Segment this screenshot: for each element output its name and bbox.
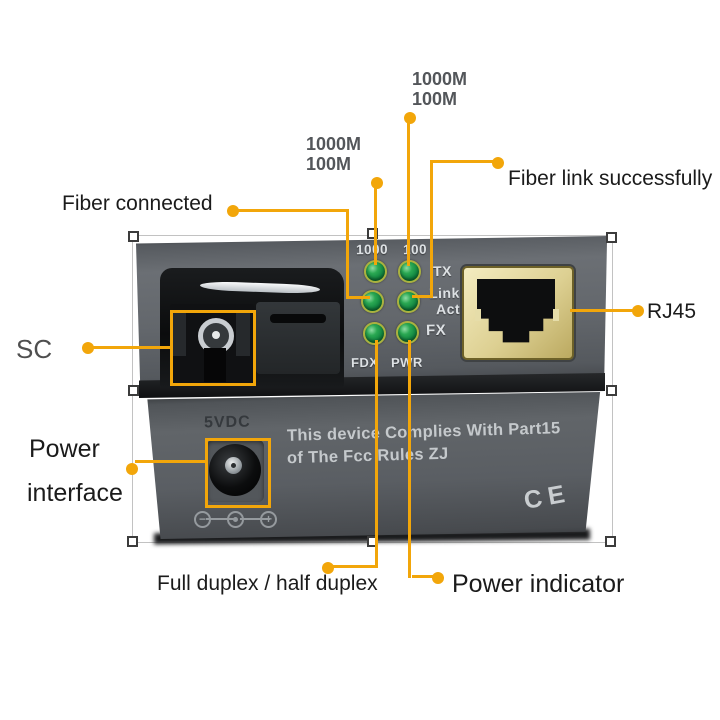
panel-label-act: Act [435,300,461,318]
dc-power-jack [207,440,264,502]
sc-port-highlight-box [170,310,256,386]
selection-handle-top-right[interactable] [606,232,617,243]
callout-speed-mid: 1000M 100M [306,134,361,174]
callout-speed-top-line1: 1000M [412,69,468,89]
callout-dot-speed-top [404,112,416,124]
callout-line-speed-top [407,122,410,266]
sc-ferrule-pin [212,331,220,339]
polarity-marking: − + [194,510,284,528]
rj45-jack [462,266,574,360]
led-1000-link-act [361,290,384,313]
callout-line-power-indicator-h [412,575,436,578]
panel-label-pwr: PWR [390,354,423,371]
polarity-plus-icon: + [260,511,277,528]
callout-speed-mid-line2: 100M [306,154,352,174]
callout-line-fiber-connected-h1 [237,209,349,212]
sc-connector-prong [204,348,226,382]
selection-handle-top-mid[interactable] [367,228,378,239]
callout-sc: SC [16,334,53,364]
dc-jack-pin [225,457,242,474]
callout-line-power-interface [135,460,206,463]
callout-fiber-connected: Fiber connected [62,192,213,215]
sc-module-highlight [199,280,321,295]
callout-dot-rj45 [632,305,644,317]
callout-line-sc [92,346,172,349]
callout-speed-top-line2: 100M [412,89,458,109]
callout-dot-speed-mid [371,177,383,189]
callout-dot-sc [82,342,94,354]
callout-line-fiber-link-v [430,160,433,298]
callout-line-full-duplex-h [332,565,378,568]
callout-line-fiber-link-h1 [433,160,495,163]
callout-line-fiber-connected-h2 [346,296,370,299]
callout-dot-full-duplex [322,562,334,574]
led-pwr [396,321,419,344]
callout-rj45: RJ45 [647,300,697,323]
sc-receptacle [170,304,254,384]
panel-label-tx: TX [432,262,453,280]
power-jack-highlight-box [205,438,271,508]
polarity-center-dot [233,517,238,522]
callout-line-rj45 [570,309,634,312]
sc-receptacle-right-tab [236,312,250,356]
rj45-left-contact-tab [475,309,481,321]
callout-line-fiber-connected-v [346,209,349,299]
selection-handle-bottom-right[interactable] [605,536,616,547]
sc-receptacle-left-tab [172,312,186,356]
sc-module-slot [270,314,326,323]
callout-power-interface-line2: interface [27,479,123,507]
rj45-right-contact-tab [553,309,559,321]
panel-label-1000: 1000 [355,241,389,258]
led-100-link-act [397,290,420,313]
sc-module-right-panel [256,302,340,374]
callout-dot-power-indicator [432,572,444,584]
polarity-center-icon [227,511,244,528]
polarity-line-left [206,518,236,520]
panel-label-link: Link [428,284,460,302]
rj45-socket-opening [477,279,555,343]
callout-power-indicator: Power indicator [452,570,625,598]
selection-handle-mid-right[interactable] [606,385,617,396]
dc-jack-barrel [209,444,261,496]
callout-line-speed-mid [374,187,377,265]
callout-fiber-link: Fiber link successfully [508,167,713,190]
polarity-minus-icon: − [194,511,211,528]
polarity-line-right [240,518,270,520]
callout-dot-fiber-link [492,157,504,169]
selection-handle-bottom-left[interactable] [127,536,138,547]
callout-speed-top: 1000M 100M [412,69,467,109]
panel-label-fx: FX [425,321,447,340]
callout-line-fiber-link-h2 [412,295,433,298]
callout-full-duplex: Full duplex / half duplex [157,572,378,595]
callout-dot-power-interface [126,463,138,475]
voltage-label: 5VDC [203,413,251,432]
callout-line-full-duplex-v [375,340,378,568]
selection-handle-top-left[interactable] [128,231,139,242]
callout-power-interface-line1: Power [29,435,100,463]
selection-handle-mid-left[interactable] [128,385,139,396]
callout-dot-fiber-connected [227,205,239,217]
callout-speed-mid-line1: 1000M [306,134,362,154]
callout-line-power-indicator-v [408,340,411,578]
sc-fiber-module [160,268,344,388]
led-fdx [363,322,386,345]
